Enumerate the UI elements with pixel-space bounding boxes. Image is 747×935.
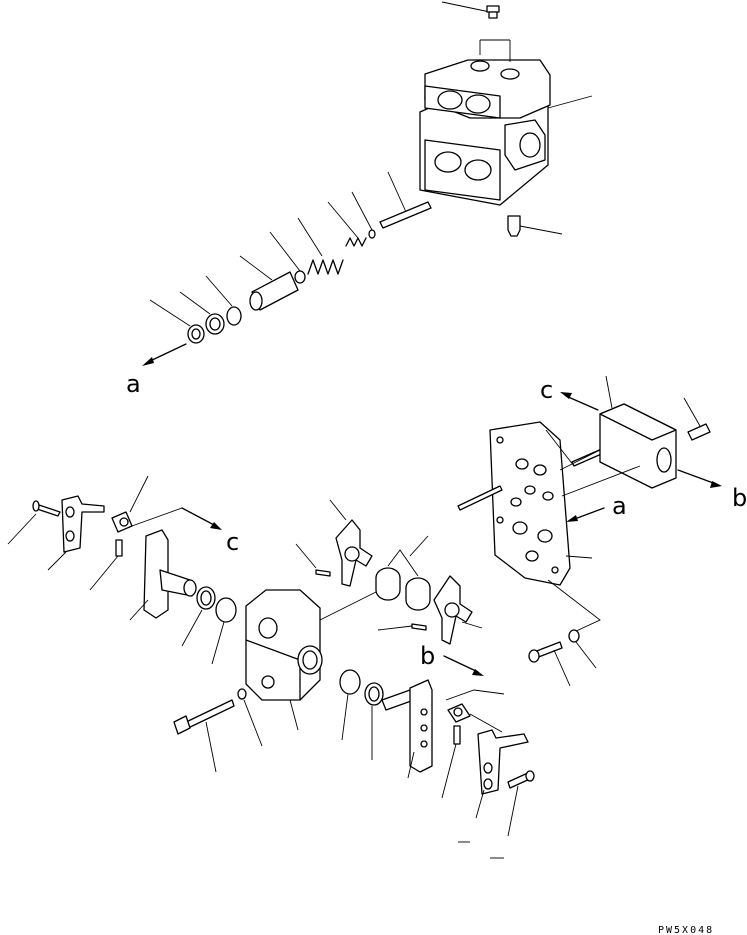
lower-lever-parts <box>339 655 535 859</box>
label-a-left: a <box>126 370 141 398</box>
label-a-right: a <box>612 492 627 520</box>
lever-assembly <box>7 475 237 665</box>
label-b-mid: b <box>420 642 435 670</box>
spool-parts <box>142 171 432 366</box>
label-c-top: c <box>540 376 553 404</box>
top-screw <box>441 1 500 19</box>
drawing-code: PW5X048 <box>658 925 714 935</box>
lever-housing <box>173 589 381 773</box>
cam-parts <box>295 499 483 645</box>
label-c-left: c <box>226 528 239 556</box>
valve-body-assembly <box>419 1 593 237</box>
plate-assembly <box>457 375 722 687</box>
label-b-right: b <box>732 484 747 512</box>
